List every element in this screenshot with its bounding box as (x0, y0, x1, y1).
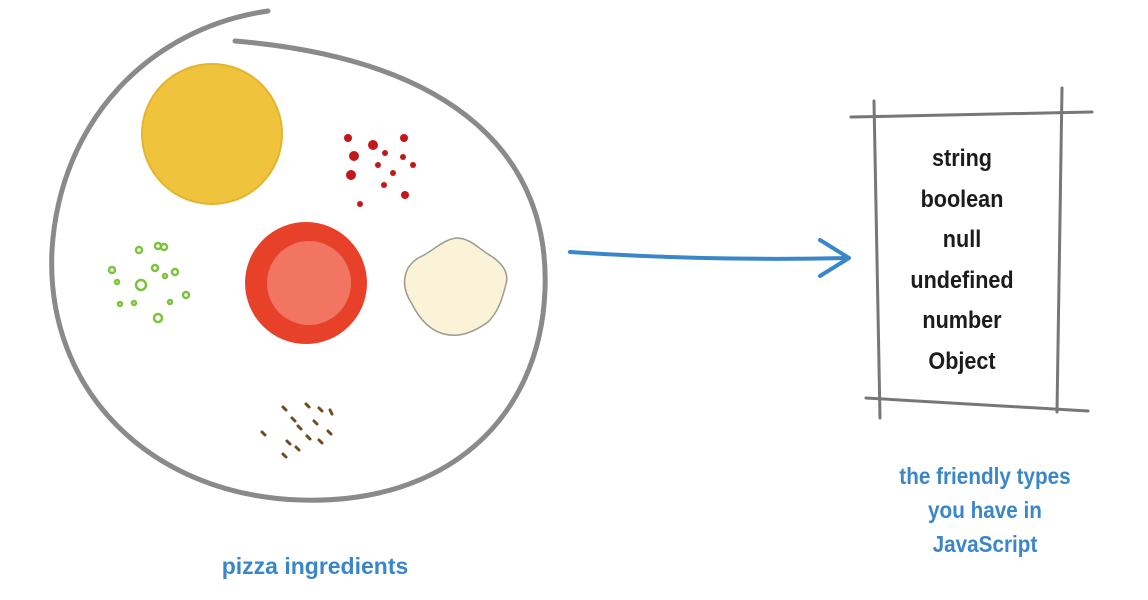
type-item-string: string (931, 145, 992, 172)
plate-outline (49, 8, 548, 503)
type-item-boolean: boolean (920, 185, 1004, 213)
type-item-number: number (922, 307, 1002, 334)
type-item-object: Object (928, 347, 996, 375)
pepper-flakes-ingredient (344, 134, 416, 207)
types-caption: the friendly types you have in JavaScrip… (864, 459, 1107, 561)
arrow-right-icon (568, 238, 851, 278)
herbs-ingredient (107, 241, 191, 324)
type-item-null: null (942, 226, 982, 253)
types-caption-line-2: you have in (928, 497, 1042, 523)
types-box-frame (849, 86, 1094, 420)
types-caption-line-1: the friendly types (899, 463, 1071, 489)
pizza-caption: pizza ingredients (221, 553, 409, 579)
types-caption-line-3: JavaScript (932, 531, 1038, 557)
cheese-ingredient (141, 63, 283, 205)
tomato-ingredient (245, 222, 367, 344)
spice-ingredient (260, 402, 334, 459)
mozzarella-ingredient (403, 237, 508, 336)
type-item-undefined: undefined (910, 266, 1014, 294)
types-list: string boolean null undefined number Obj… (888, 139, 1036, 382)
